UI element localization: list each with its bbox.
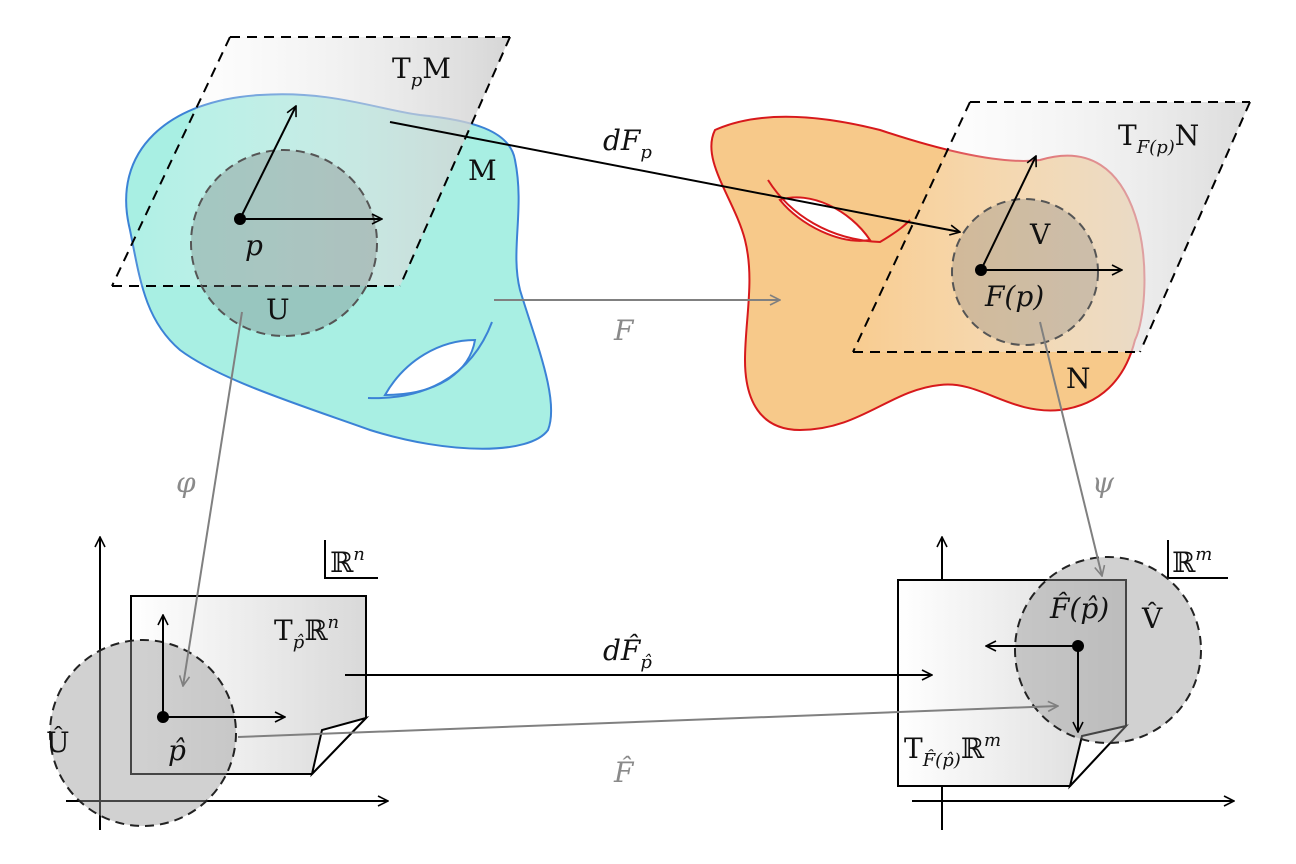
neighborhood-v xyxy=(951,198,1099,346)
rn-space-label-corner xyxy=(324,540,378,579)
tangent-paper-rm-fold xyxy=(1068,724,1129,790)
label-manifold-m: M xyxy=(468,154,497,187)
label-map-fhat: F̂ xyxy=(613,756,635,789)
label-tangent-rn: Tp̂ℝn xyxy=(274,612,339,653)
label-space-rm: ℝm xyxy=(1172,544,1212,579)
label-open-v-hat: V̂ xyxy=(1141,602,1163,635)
neighborhood-u-hat xyxy=(49,639,237,827)
label-point-fhat-phat: F̂(p̂) xyxy=(1049,592,1109,625)
label-manifold-n: N xyxy=(1066,362,1091,395)
manifold-m-hole-edge xyxy=(367,321,493,400)
label-point-fp: F(p) xyxy=(984,280,1044,313)
label-tangent-n: TF(p)N xyxy=(1118,119,1199,158)
tangent-plane-n-left-edge xyxy=(852,101,971,353)
tangent-plane-m-left-edge xyxy=(111,36,231,287)
tangent-plane-n xyxy=(853,102,1250,352)
differential-arrow-dfp xyxy=(389,121,960,232)
label-chart-psi: ψ xyxy=(1092,466,1115,499)
tangent-plane-m-right-edge xyxy=(399,36,511,287)
label-map-dfhat: dF̂p̂ xyxy=(603,634,652,673)
label-map-dfp: dFp xyxy=(603,124,652,163)
chart-arrow-phi xyxy=(183,311,243,686)
manifold-n-hole xyxy=(778,196,872,242)
tangent-plane-n-right-edge xyxy=(1139,101,1251,353)
tangent-plane-m xyxy=(112,37,510,286)
label-space-rn: ℝn xyxy=(330,544,365,579)
label-map-f: F xyxy=(613,314,635,347)
point-p-hat-dot xyxy=(157,711,169,723)
label-point-p-hat: p̂ xyxy=(168,734,186,767)
point-fhat-dot xyxy=(1072,640,1084,652)
point-p-dot xyxy=(234,213,246,225)
label-open-u-hat: Û xyxy=(46,725,70,759)
tangent-vector-m-diagonal xyxy=(239,106,297,220)
manifold-n-hole-edge xyxy=(767,179,911,244)
point-fp-dot xyxy=(975,264,987,276)
chart-arrow-psi xyxy=(1039,321,1102,576)
label-tangent-rm: TF̂(p̂)ℝm xyxy=(904,730,1001,771)
label-chart-phi: φ xyxy=(176,466,196,499)
label-tangent-m: TpM xyxy=(392,52,451,91)
neighborhood-u xyxy=(190,149,378,337)
label-open-v: V xyxy=(1029,218,1051,251)
label-point-p: p xyxy=(245,229,263,262)
label-open-u: U xyxy=(266,293,290,326)
tangent-vector-n-diagonal xyxy=(980,156,1036,271)
neighborhood-v-hat xyxy=(1014,556,1202,744)
map-arrow-fhat xyxy=(237,706,1058,738)
